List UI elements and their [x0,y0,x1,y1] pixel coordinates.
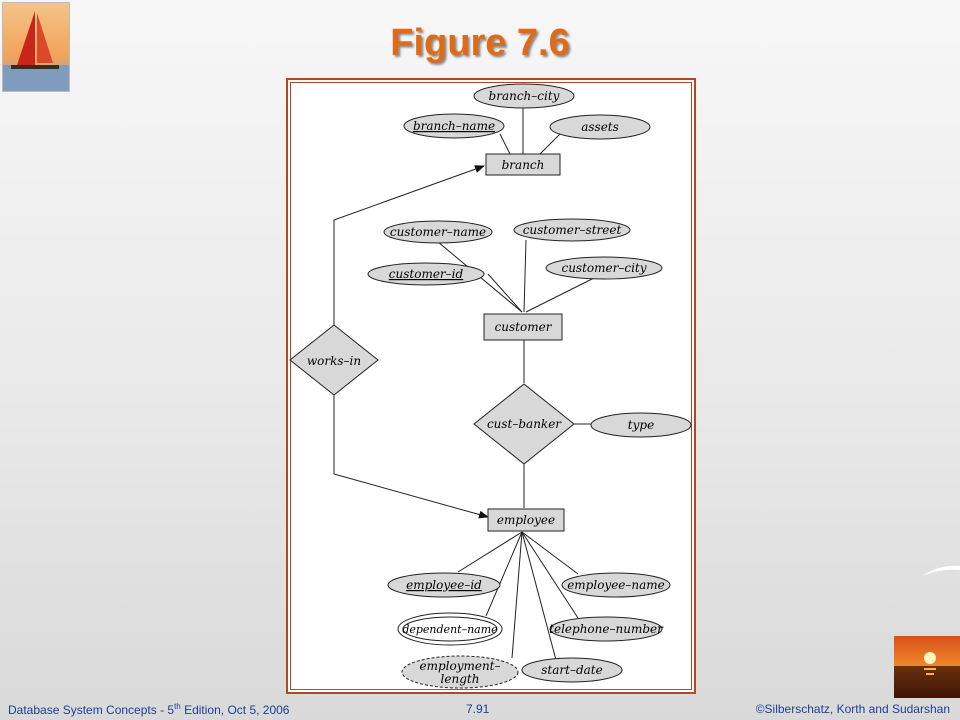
svg-text:assets: assets [581,120,619,134]
sailboat-logo [2,2,70,92]
attr-customer-id: customer–id [367,262,485,286]
attr-employee-name: employee–name [561,572,671,598]
attr-employee-id: employee–id [387,572,501,598]
svg-text:customer–name: customer–name [390,225,486,239]
attr-telephone-number: telephone–number [549,616,664,642]
attr-branch-name: branch–name [403,113,505,139]
svg-text:telephone–number: telephone–number [549,622,664,636]
slide-title: Figure 7.6 [390,22,570,64]
svg-text:customer–city: customer–city [561,261,646,275]
connector-lines [333,107,599,661]
sunset-logo [894,636,960,698]
figure-frame: branch customer employee works–in cust–b… [286,78,696,694]
attr-type: type [590,412,692,438]
svg-text:works–in: works–in [307,354,361,368]
entity-customer: customer [483,313,563,341]
svg-text:customer–id: customer–id [389,267,464,281]
svg-text:type: type [628,418,654,432]
svg-text:cust–banker: cust–banker [487,417,562,431]
footer-page-number: 7.91 [466,702,490,716]
footer-copyright: ©Silberschatz, Korth and Sudarshan [755,702,950,716]
svg-text:employment–: employment– [419,659,500,673]
relationship-works-in: works–in [289,324,379,396]
svg-text:dependent–name: dependent–name [402,623,498,636]
svg-text:branch: branch [502,158,545,172]
attr-dependent-name: dependent–name [397,612,503,646]
relationship-cust-banker: cust–banker [473,383,575,465]
svg-text:start–date: start–date [541,663,602,677]
attr-customer-city: customer–city [545,256,663,280]
er-diagram: branch customer employee works–in cust–b… [289,83,692,689]
attr-customer-street: customer–street [513,218,631,242]
decorative-swoosh [922,565,960,576]
attr-customer-name: customer–name [383,220,493,244]
slide-footer: Database System Concepts - 5th Edition, … [0,700,960,720]
svg-text:branch–name: branch–name [413,119,495,133]
entity-branch: branch [485,153,561,176]
svg-text:branch–city: branch–city [489,89,560,103]
footer-book-title: Database System Concepts - 5th Edition, … [8,702,290,717]
attr-employment-length: employment– length [401,655,519,689]
svg-text:employee: employee [497,513,555,527]
attr-assets: assets [549,114,651,140]
attr-branch-city: branch–city [473,83,575,109]
attr-start-date: start–date [521,657,623,683]
svg-text:employee–name: employee–name [567,578,665,592]
svg-text:length: length [441,672,480,686]
svg-text:employee–id: employee–id [406,578,482,592]
svg-text:customer–street: customer–street [523,223,622,237]
svg-text:customer: customer [495,320,553,334]
entity-employee: employee [487,508,565,532]
